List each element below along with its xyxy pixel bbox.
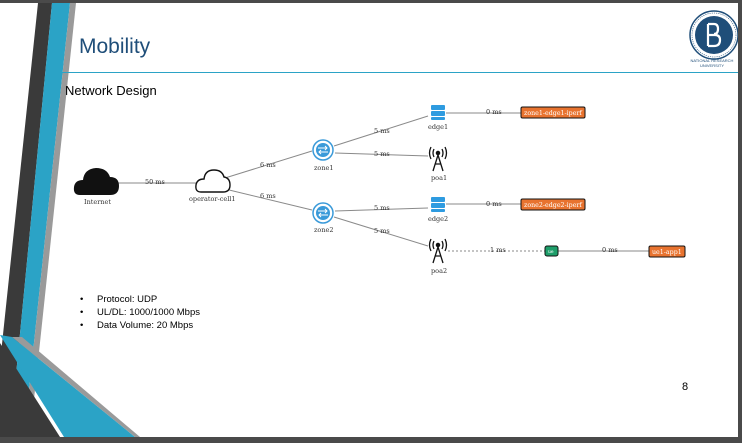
bullet-item: Protocol: UDP	[80, 293, 200, 306]
link-label-zone1-poa1: 5 ms	[374, 150, 390, 158]
poa2-label: poa2	[431, 267, 447, 275]
app2-label: zone2-edge2-iperf	[524, 202, 582, 209]
slide: Mobility NATIONAL RESEARCH UNIVERSITY Ne…	[0, 3, 738, 437]
link-label-edge2-app2: 0 ms	[486, 200, 502, 208]
bottom-dark-wedge	[0, 343, 60, 437]
edge1-label: edge1	[428, 123, 448, 131]
server-icon	[431, 105, 445, 120]
switch-icon	[312, 202, 334, 224]
ue-node[interactable]: ue	[544, 245, 559, 257]
logo-caption: NATIONAL RESEARCH UNIVERSITY	[690, 58, 734, 68]
internet-label: Internet	[84, 198, 111, 206]
poa1-label: poa1	[431, 174, 447, 182]
link-label-ue-app3: 0 ms	[602, 246, 618, 254]
link-label-internet-operator: 50 ms	[145, 178, 165, 186]
blue-stripe	[10, 3, 70, 437]
edge2-label: edge2	[428, 215, 448, 223]
slide-subtitle: Network Design	[65, 83, 157, 98]
link-label-operator-zone2: 6 ms	[260, 192, 276, 200]
page-number: 8	[682, 381, 689, 393]
server-icon	[431, 197, 445, 212]
title-underline	[60, 72, 738, 73]
antenna-icon	[428, 238, 448, 264]
app3-box[interactable]: ue1-app1	[648, 245, 686, 258]
bullet-item: Data Volume: 20 Mbps	[80, 319, 200, 332]
link-label-poa2-ue: 1 ms	[490, 246, 506, 254]
dark-stripe	[0, 3, 52, 437]
antenna-icon	[428, 146, 448, 172]
app2-box[interactable]: zone2-edge2-iperf	[520, 198, 586, 211]
network-diagram: 50 ms 6 ms 6 ms 5 ms 5 ms 5 ms 5 ms 0 ms…	[73, 105, 686, 275]
link-label-operator-zone1: 6 ms	[260, 161, 276, 169]
zone1-label: zone1	[314, 164, 334, 172]
edge2-node[interactable]: edge2	[428, 197, 448, 223]
bottom-blue-wedge	[0, 335, 135, 437]
app1-label: zone1-edge1-iperf	[524, 110, 582, 117]
cloud-filled-icon	[73, 168, 119, 195]
poa1-node[interactable]: poa1	[428, 146, 448, 182]
link-operator-zone2	[224, 188, 313, 211]
grey-stripe	[24, 3, 76, 437]
link-zone1-poa1	[334, 152, 429, 157]
slide-title: Mobility	[79, 35, 151, 58]
links	[118, 112, 649, 252]
link-operator-zone1	[224, 150, 313, 179]
link-label-zone2-edge2: 5 ms	[374, 204, 390, 212]
link-label-zone1-edge1: 5 ms	[374, 127, 390, 135]
zone1-node[interactable]: zone1	[312, 139, 334, 172]
bullet-item: UL/DL: 1000/1000 Mbps	[80, 306, 200, 319]
link-zone2-edge2	[334, 207, 429, 212]
link-label-edge1-app1: 0 ms	[486, 108, 502, 116]
poa2-node[interactable]: poa2	[428, 238, 448, 275]
edge1-node[interactable]: edge1	[428, 105, 448, 131]
ue-label: ue	[548, 250, 554, 255]
app3-label: ue1-app1	[652, 249, 682, 256]
cloud-outline-icon	[195, 169, 231, 193]
bullet-list: Protocol: UDP UL/DL: 1000/1000 Mbps Data…	[80, 293, 200, 332]
internet-node[interactable]: Internet	[73, 168, 119, 206]
link-label-zone2-poa2: 5 ms	[374, 227, 390, 235]
bottom-grey-wedge	[12, 337, 140, 437]
operator-label: operator-cell1	[189, 195, 236, 203]
app1-box[interactable]: zone1-edge1-iperf	[520, 106, 586, 119]
zone2-node[interactable]: zone2	[312, 202, 334, 234]
zone2-label: zone2	[314, 226, 334, 234]
university-logo-icon	[689, 10, 738, 60]
operator-node[interactable]: operator-cell1	[189, 169, 236, 203]
ue-icon	[544, 245, 559, 257]
switch-icon	[312, 139, 334, 161]
link-zone2-poa2	[333, 216, 429, 247]
left-decoration	[0, 3, 140, 437]
link-zone1-edge1	[333, 115, 429, 147]
